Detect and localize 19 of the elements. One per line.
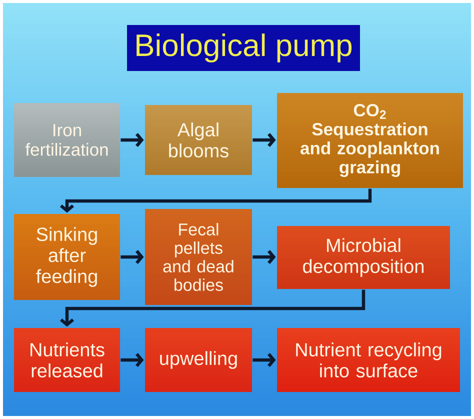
arrow [252, 352, 276, 368]
box-label: upwelling [160, 351, 237, 369]
arrow [120, 352, 144, 368]
box-label: Sinking after feeding [36, 227, 97, 287]
box-label: Microbial decomposition [303, 238, 424, 277]
box-label: Sequestration and zooplankton grazing [300, 122, 439, 177]
arrow [60, 188, 372, 213]
arrow [120, 132, 144, 148]
arrow [252, 250, 276, 264]
arrow [120, 250, 144, 264]
box-label: Algal blooms [169, 122, 228, 158]
box-label: Iron fertilization [25, 124, 108, 156]
box-label: Nutrient recycling into surface [296, 342, 442, 378]
box-heading: CO$_{2}$ [354, 104, 386, 119]
box-label: Fecal pellets and dead bodies [163, 223, 234, 291]
box-label: Nutrients released [30, 342, 104, 378]
arrow [60, 290, 366, 327]
title-banner: Biological pump [127, 25, 360, 71]
arrow [252, 132, 276, 148]
